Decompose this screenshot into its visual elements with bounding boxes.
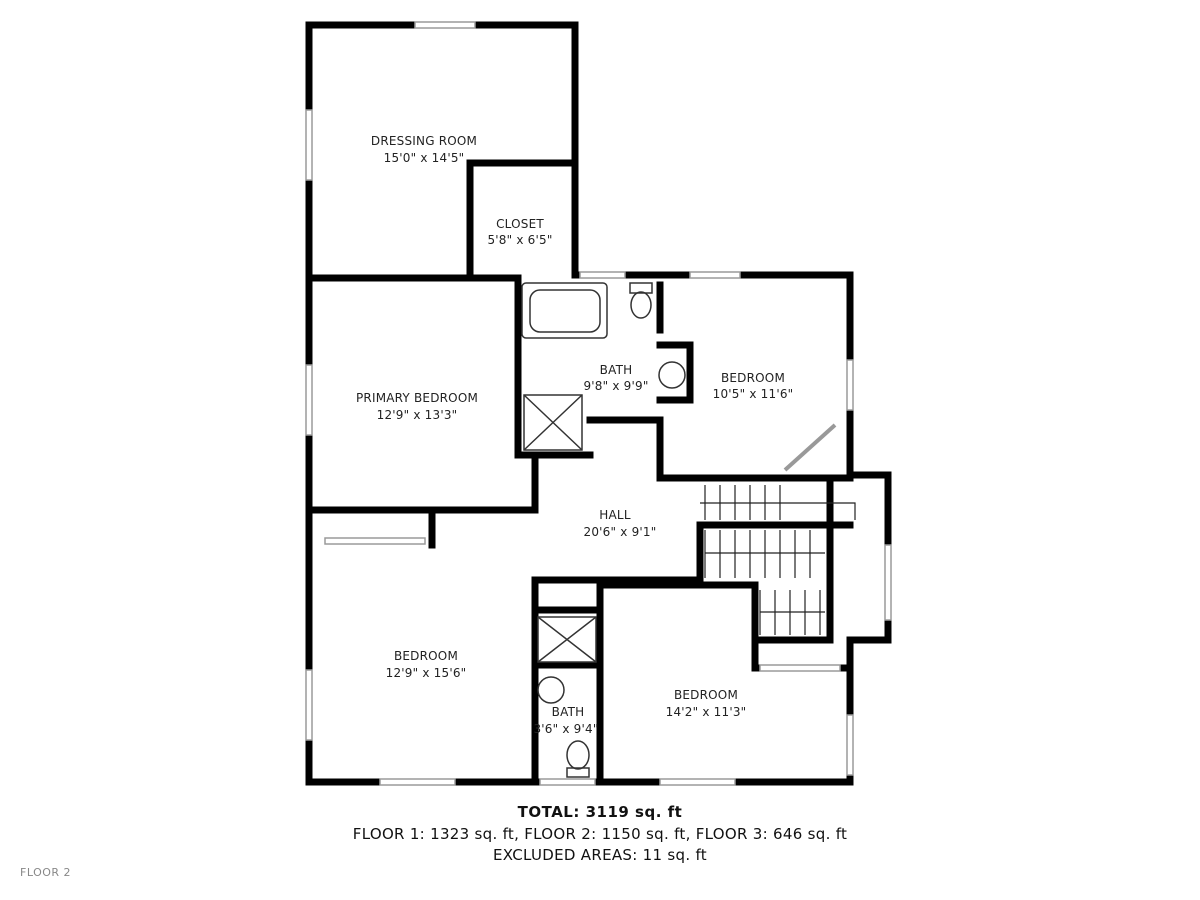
floor-tag: FLOOR 2 (20, 866, 72, 879)
fixtures (521, 282, 856, 778)
room-hall-dims: 20'6" x 9'1" (584, 525, 657, 539)
room-bedroom-se-name: BEDROOM (674, 688, 738, 702)
walls (305, 21, 892, 786)
windows (305, 21, 892, 786)
room-bedroom-ne-dims: 10'5" x 11'6" (713, 387, 794, 401)
room-bedroom-ne-name: BEDROOM (721, 371, 785, 385)
room-bedroom-sw-name: BEDROOM (394, 649, 458, 663)
room-closet-dims: 5'8" x 6'5" (487, 233, 552, 247)
room-bedroom-sw-dims: 12'9" x 15'6" (386, 666, 467, 680)
floor-areas: FLOOR 1: 1323 sq. ft, FLOOR 2: 1150 sq. … (352, 825, 848, 843)
room-bath2-name: BATH (552, 705, 585, 719)
room-primary-name: PRIMARY BEDROOM (356, 391, 478, 405)
room-bath1-dims: 9'8" x 9'9" (583, 379, 648, 393)
excluded-areas: EXCLUDED AREAS: 11 sq. ft (493, 846, 707, 864)
room-bedroom-se-dims: 14'2" x 11'3" (666, 705, 747, 719)
room-dressing-dims: 15'0" x 14'5" (384, 151, 465, 165)
room-primary-dims: 12'9" x 13'3" (377, 408, 458, 422)
room-bath2-dims: 3'6" x 9'4" (533, 722, 598, 736)
total-area: TOTAL: 3119 sq. ft (517, 803, 683, 821)
room-hall-name: HALL (599, 508, 631, 522)
room-dressing-name: DRESSING ROOM (371, 134, 477, 148)
room-bath1-name: BATH (600, 363, 633, 377)
room-closet-name: CLOSET (496, 217, 544, 231)
